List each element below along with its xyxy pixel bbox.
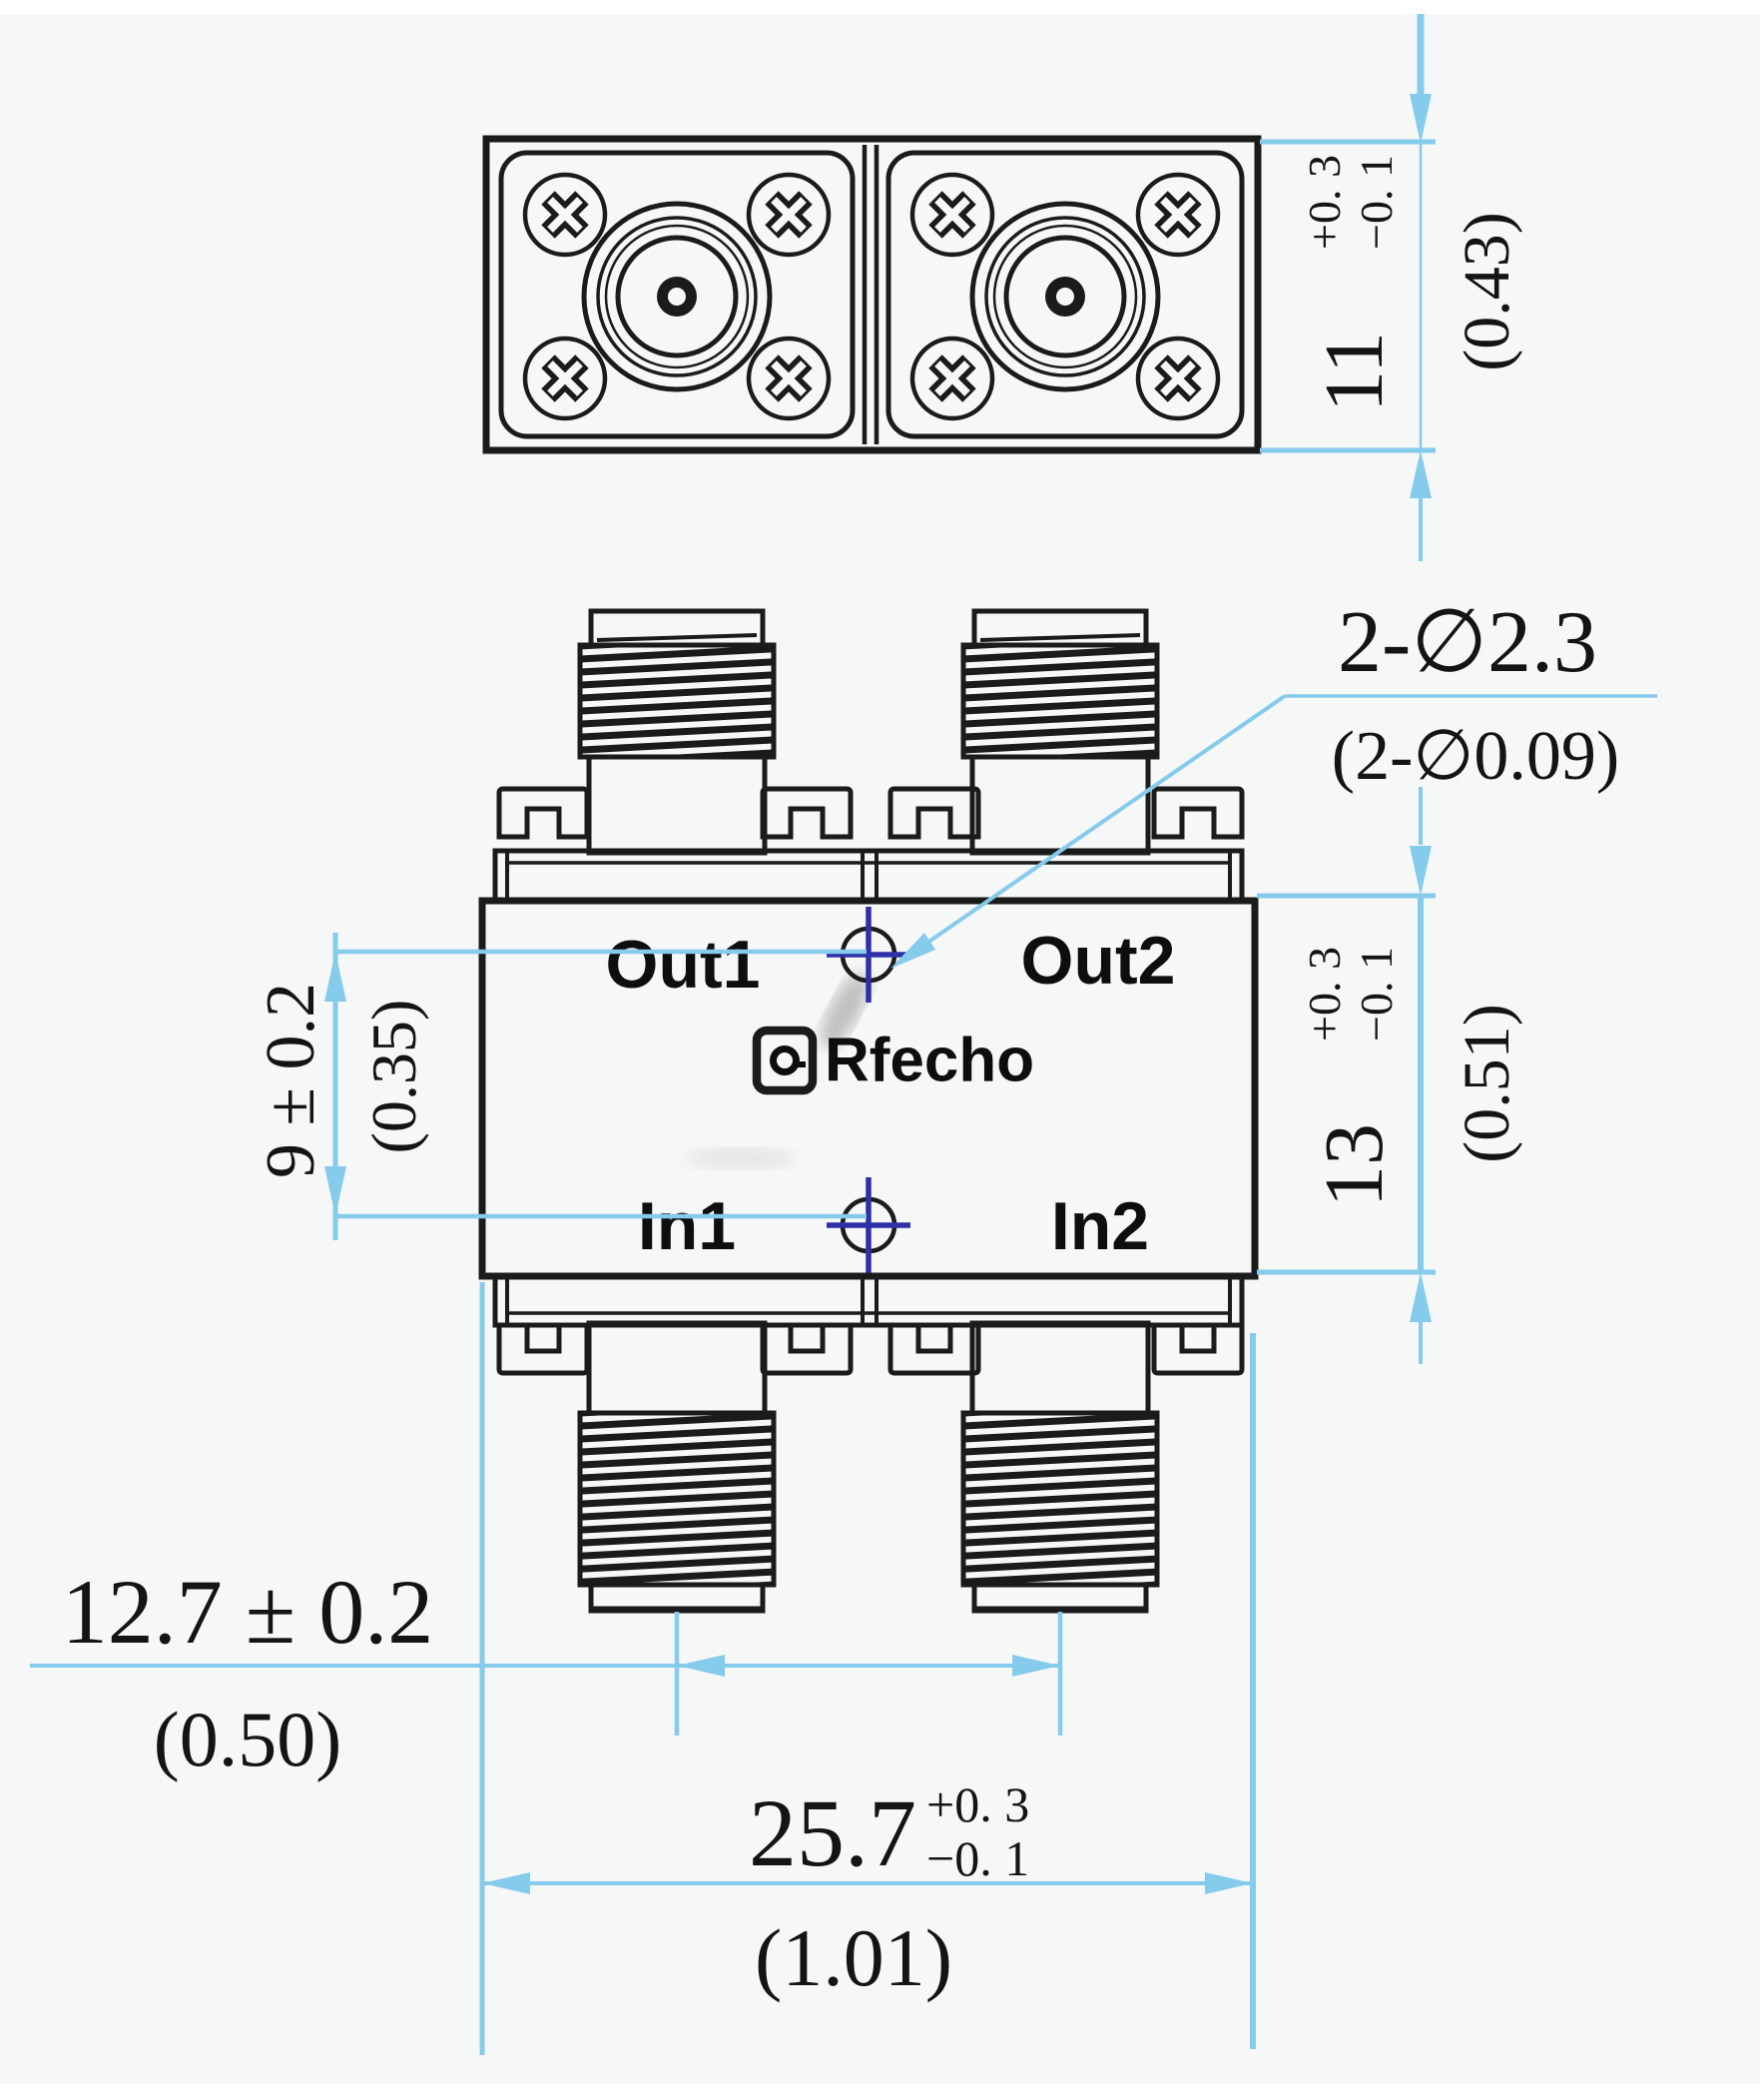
arrowhead-up-icon [1410,1272,1432,1322]
top-view-outline [482,135,1262,454]
dim-inch: (2-∅0.09) [1332,718,1619,795]
arrowhead-down-icon [324,1166,346,1216]
arrowhead-down-icon [1410,94,1432,144]
bottom-flange [492,1272,1245,1328]
left-cavity-outline [498,150,856,439]
arrowhead-up-icon [1410,450,1432,498]
port-label-in2: In2 [1051,1188,1149,1264]
dim-inch: (0.43) [1451,212,1523,370]
rfecho-logo-icon [752,1026,818,1095]
dim-tol-minus: −0. 1 [1351,947,1402,1042]
watermark-shadow [686,1148,796,1168]
dim-value: 2-∅2.3 [1338,594,1597,691]
dim-port-pitch: 12.7 ± 0.2 (0.50) [30,1282,1063,2055]
dim-inch: (0.50) [154,1696,341,1782]
screw-icon [525,175,605,255]
nut-flat [890,789,978,837]
dim-tol-minus: −0. 1 [1351,155,1402,250]
dim-holes: 2-∅2.3 (2-∅0.09) [890,594,1657,969]
top-view [482,135,1262,454]
screw-icon [525,339,605,418]
nut-flat [1154,1325,1242,1373]
screw-icon [749,339,829,418]
screw-icon [1138,339,1218,418]
arrowhead-down-icon [1410,846,1432,896]
nut-flat [499,1325,587,1373]
mounting-hole-lower [827,1177,910,1273]
dim-inch: (1.01) [755,1912,952,2003]
dim-value: 12.7 ± 0.2 [62,1561,434,1663]
top-flange [492,848,1245,904]
dim-value: 9 ± 0.2 [253,983,329,1178]
watermark-shadow [821,973,869,1049]
watermark-brand: Rfecho [825,1027,1034,1095]
front-view: Out1 Out2 In1 In2 Rfecho [478,611,1259,1611]
dim-value: 11 [1308,332,1401,412]
dim-overall-width: 25.7 +0. 3 −0. 1 (1.01) [482,1333,1256,2049]
dim-tol-plus: +0. 3 [1299,947,1350,1042]
nut-flat [499,789,587,837]
screw-icon [749,175,829,255]
port-label-out1: Out1 [606,927,761,1003]
arrowhead-up-icon [324,952,346,1002]
arrowhead-left-icon [677,1655,725,1677]
dim-inch: (0.35) [358,1000,429,1154]
port-label-out2: Out2 [1021,923,1176,999]
dim-body-height: 13 +0. 3 −0. 1 (0.51) [1257,846,1523,1364]
screw-icon [912,339,992,418]
screw-icon [1138,175,1218,255]
dim-top-height: 11 +0. 3 −0. 1 (0.43) [1260,14,1523,561]
sma-connector-top-view-icon [972,204,1158,389]
leader-arrowhead-icon [890,933,935,969]
nut-flat [763,1325,851,1373]
port-label-in1: In1 [638,1188,736,1264]
sma-jack-bottom-right [963,1323,1157,1611]
dim-row-pitch: 9 ± 0.2 (0.35) [253,933,867,1240]
dim-inch: (0.51) [1451,1004,1523,1162]
sma-jack-bottom-left [580,1323,774,1611]
right-cavity-outline [885,150,1245,439]
mounting-hole-upper [827,907,910,1003]
arrowhead-right-icon [1012,1655,1060,1677]
nut-flat [1154,789,1242,837]
sma-jack-top-left [580,611,774,853]
page-margin-top [0,0,1760,14]
dim-tol-minus: −0. 1 [926,1830,1029,1886]
arrowhead-left-icon [482,1872,530,1894]
screw-icon [912,175,992,255]
nut-flat [763,789,851,837]
sma-jack-top-right [963,611,1157,853]
dim-tol-plus: +0. 3 [926,1776,1029,1832]
dim-value: 13 [1308,1123,1401,1207]
nut-flat [890,1325,978,1373]
arrowhead-right-icon [1205,1872,1253,1894]
dim-value: 25.7 [749,1779,916,1886]
dim-tol-plus: +0. 3 [1299,155,1350,250]
sma-connector-top-view-icon [584,204,770,389]
page-margin-bottom [0,2084,1760,2100]
